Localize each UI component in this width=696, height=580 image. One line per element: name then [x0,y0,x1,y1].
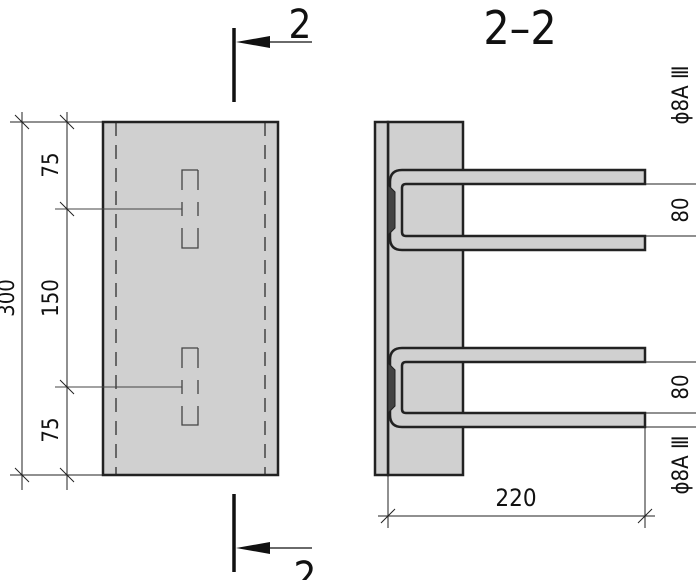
rebar-label-top: ϕ8A Ⅲ [669,65,694,124]
section-mark-bottom-label: 2 [294,554,317,580]
section-mark-top-symbol [232,28,312,102]
elevation-view [55,120,280,477]
dim-bar-length: 220 [495,484,536,512]
elevation-dimensions [10,112,103,490]
section-dimensions [378,183,696,528]
weld [387,361,396,415]
dim-lower-bar-spacing: 80 [669,374,694,399]
dim-bottom-offset: 75 [39,417,64,442]
embedded-plate-elevation [101,120,280,477]
dim-upper-bar-spacing: 80 [669,197,694,222]
section-mark-top-label: 2 [289,2,312,48]
section-view [373,120,647,477]
section-mark-bottom-symbol [232,494,312,572]
steel-plate [373,120,390,477]
dim-middle-spacing: 150 [39,279,64,317]
dim-total-height: 300 [0,279,20,317]
weld [387,183,396,237]
section-title: 2–2 [483,1,556,55]
dim-top-offset: 75 [39,152,64,177]
rebar-label-bottom: ϕ8A Ⅲ [669,435,694,494]
